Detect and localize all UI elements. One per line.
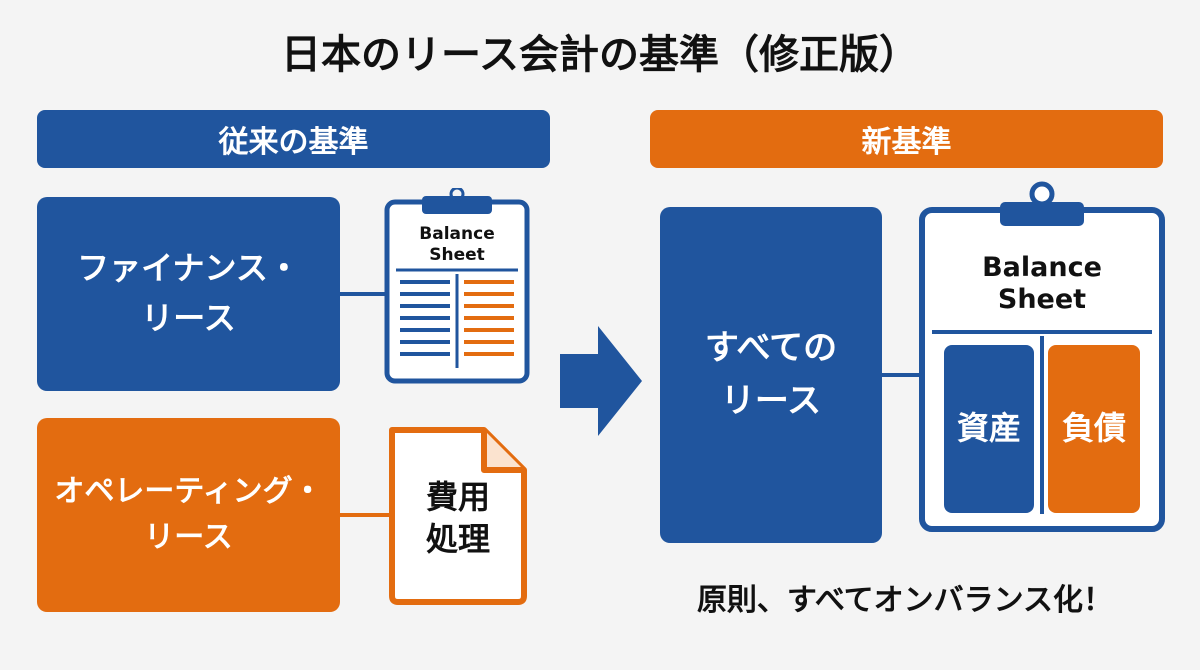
finance-lease-connector (340, 292, 388, 296)
finance-lease-line2: リース (141, 299, 236, 337)
liabilities-block: 負債 (1048, 345, 1140, 513)
clipboard-icon (384, 186, 530, 384)
new-balance-sheet-clipboard: Balance Sheet 資産 負債 (918, 180, 1166, 533)
document-icon (389, 427, 527, 605)
all-leases-connector (882, 373, 924, 377)
conclusion-text: 原則、すべてオンバランス化！ (696, 583, 1114, 618)
finance-lease-line1: ファイナンス・ (77, 249, 300, 288)
all-leases-line2: リース (720, 381, 822, 421)
operating-lease-line1: オペレーティング・ (54, 473, 323, 509)
operating-lease-connector (340, 513, 390, 517)
old-balance-sheet-clipboard: Balance Sheet (384, 186, 530, 384)
page-title: 日本のリース会計の基準（修正版） (281, 32, 919, 78)
new-balance-sheet-line1: Balance (982, 252, 1102, 283)
operating-lease-line2: リース (144, 520, 233, 555)
transition-arrow-icon (560, 326, 642, 436)
all-leases-line1: すべての (704, 328, 838, 369)
expense-document: 費用 処理 (386, 424, 530, 606)
old-standard-header: 従来の基準 (37, 110, 550, 168)
new-balance-sheet-line2: Sheet (997, 284, 1087, 315)
operating-lease-box: オペレーティング・ リース (37, 418, 340, 612)
old-balance-sheet-line2: Sheet (429, 245, 485, 265)
assets-block: 資産 (944, 345, 1034, 513)
expense-line2: 処理 (425, 520, 490, 558)
new-standard-header: 新基準 (650, 110, 1163, 168)
old-balance-sheet-line1: Balance (419, 224, 495, 244)
expense-line1: 費用 (425, 478, 490, 516)
all-leases-box: すべての リース (660, 207, 882, 543)
finance-lease-box: ファイナンス・ リース (37, 197, 340, 391)
